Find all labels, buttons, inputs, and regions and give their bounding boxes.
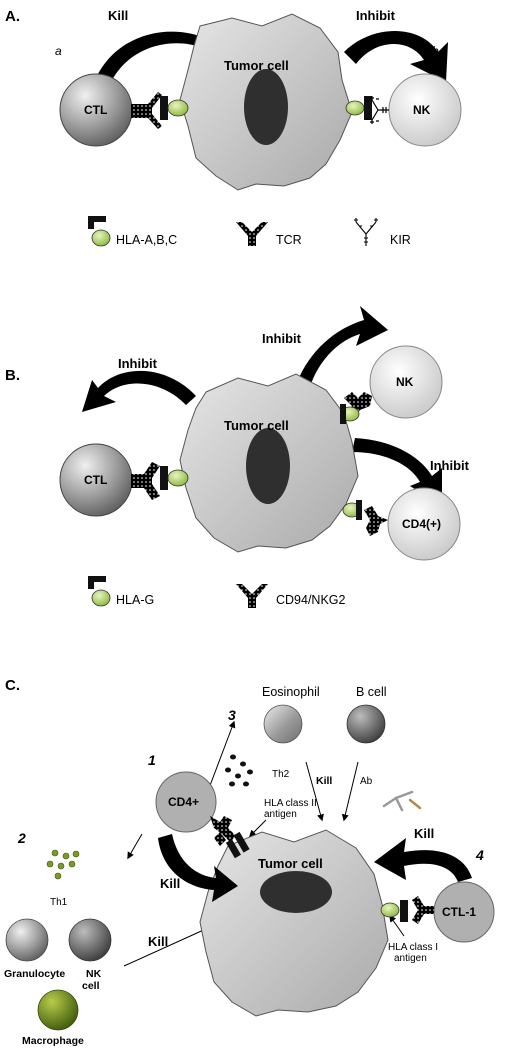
number-1: 1 [148,752,156,768]
tcr-receptor-a [131,92,162,129]
nk-label-c-line1: NK [86,968,102,980]
granulocyte-label: Granulocyte [4,968,65,980]
cd94-receptor-b-ctl [131,462,160,500]
granulocyte-cell [5,918,49,962]
legend-tcr-label: TCR [276,233,302,247]
eosinophil-cell [263,704,303,744]
legend-hla-g-label: HLA-G [116,593,154,607]
arrow-hla2-pointer [249,819,267,837]
inhibit-arrow-b-ctl [82,370,196,412]
kill-label-ctl1: Kill [414,826,434,841]
ctl1-label: CTL-1 [442,905,476,919]
hla-g-molecule-b-ctl [160,466,189,490]
legend-hla-abc-label: HLA-A,B,C [116,233,177,247]
legend-cd94-label: CD94/NKG2 [276,593,346,607]
panel-a-label: A. [5,8,20,25]
panel-a: A. Kill Inhibit a b Tumor cell CTL NK [5,8,462,247]
th1-label: Th1 [50,897,68,908]
panel-b-label: B. [5,367,20,384]
tumor-label-b: Tumor cell [224,418,289,433]
legend-b: HLA-G CD94/NKG2 [88,576,346,608]
kill-arrow-ctl1 [374,838,472,882]
nk-cell-b [369,345,443,419]
tcr-receptor-c-ctl1 [412,896,434,924]
label-a-italic: a [55,44,62,58]
kill-label-innate: Kill [148,934,168,949]
panel-c-label: C. [5,677,20,694]
inhibit-arrow-a [344,31,448,82]
hla-abc-molecule-a-left [160,96,189,120]
cd94-receptor-b-cd4 [364,506,388,536]
inhibit-label-b-nk: Inhibit [262,331,302,346]
inhibit-label-b-ctl: Inhibit [118,356,158,371]
inhibit-label-b-cd4: Inhibit [430,458,470,473]
tumor-cell-c [199,829,389,1017]
cd4-label-b: CD4(+) [402,517,441,531]
ctl-label-b: CTL [84,473,107,487]
hla-g-molecule-b-cd4 [342,500,362,520]
kill-label-b-cell: Kill [316,775,332,787]
kill-label-a: Kill [108,8,128,23]
tcr-receptor-c-cd4 [210,816,236,846]
ctl-label-a: CTL [84,103,107,117]
hla-class1-label-line2: antigen [394,953,427,964]
th2-cytokine-dots [225,754,253,787]
legend-hla-abc-icon [88,216,111,247]
tumor-nucleus-c [260,871,332,913]
arrow-bcell-to-tumor [341,761,359,822]
number-3: 3 [228,707,236,723]
arrow-cd4-to-th1 [127,833,143,860]
arrow-eos-to-tumor [305,761,324,822]
tumor-nucleus-b [246,428,290,504]
hla-class1-label-line1: HLA class I [388,942,438,953]
kill-label-cd4: Kill [160,876,180,891]
th2-label: Th2 [272,769,290,780]
arrow-innate-to-tumor [123,927,210,967]
ab-label: Ab [360,776,373,787]
tumor-nucleus-a [244,69,288,145]
panel-b: B. Inhibit Inhibit Inhibit Tumor cell CT… [5,306,470,608]
b-cell [346,704,386,744]
nk-label-b: NK [396,375,414,389]
legend-a: HLA-A,B,C TCR KIR [88,216,411,247]
legend-kir-label: KIR [390,233,411,247]
hla-g-molecule-b-nk [340,404,360,424]
kill-arrow-cd4 [158,834,238,902]
nk-label-a: NK [413,103,431,117]
bcell-label: B cell [356,685,387,699]
legend-cd94-icon [236,584,268,608]
panel-c: C. 1 2 3 4 Eosinophil B cell Th2 Kill Ab [4,677,495,1047]
tumor-label-a: Tumor cell [224,58,289,73]
cd4-label-c: CD4+ [168,795,199,809]
hla-class2-molecule [225,831,250,859]
cd4-cell-c [155,771,217,833]
arrow-hla1-pointer [389,914,405,937]
legend-hla-g-icon [88,576,111,607]
legend-tcr-icon [236,222,268,246]
hla-class1-molecule [380,900,408,922]
kir-receptor-a [366,96,389,124]
antibody-icon [382,790,422,812]
legend-kir-icon [354,218,378,246]
nk-label-c-line2: cell [82,980,100,992]
macrophage-cell [37,989,79,1031]
cd4-cell-b [387,487,461,561]
number-2: 2 [17,830,26,846]
inhibit-label-a: Inhibit [356,8,396,23]
tumor-label-c: Tumor cell [258,856,323,871]
hla-class2-label-line1: HLA class II [264,798,317,809]
th1-cytokine-dots [46,849,80,880]
number-4: 4 [475,847,484,863]
inhibit-arrow-b-nk [292,306,388,402]
hla-abc-molecule-a-right [345,96,372,120]
eosinophil-label: Eosinophil [262,685,320,699]
macrophage-label: Macrophage [22,1035,84,1047]
nk-cell-c [68,918,112,962]
hla-class2-label-line2: antigen [264,809,297,820]
